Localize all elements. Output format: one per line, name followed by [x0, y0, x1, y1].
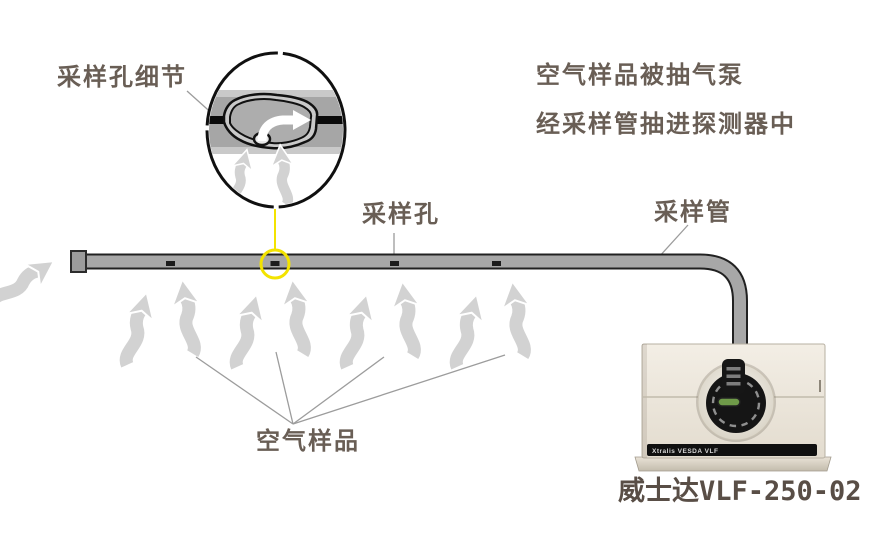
detail-pipe-bore — [314, 116, 343, 124]
air-sample-leader-line — [195, 356, 294, 425]
device-left-shade — [642, 344, 647, 458]
detector-label-strip — [647, 444, 817, 456]
airflow-arrow — [498, 279, 536, 357]
sampling-hole-label: 采样孔 — [362, 201, 440, 228]
airflow-arrow — [278, 277, 316, 355]
device-brand-text: Xtralis VESDA VLF — [652, 448, 718, 455]
pipe-end-cap — [70, 250, 87, 273]
description-line-1: 空气样品被抽气泵 — [536, 62, 744, 89]
airflow-arrow — [168, 277, 206, 355]
air-sample-leader-line — [275, 351, 294, 425]
detail-pipe-edge — [209, 147, 343, 154]
detail-callout-label: 采样孔细节 — [57, 64, 187, 91]
sampling-hole — [492, 261, 501, 266]
sampling-hole — [166, 261, 175, 266]
airflow-arrow — [0, 249, 62, 314]
sampling-hole — [270, 261, 280, 266]
device-base — [634, 456, 832, 472]
detail-circle — [205, 51, 347, 209]
detector-dial-tick-ring — [711, 378, 761, 428]
airflow-arrow — [388, 279, 426, 357]
detector-device: Xtralis VESDA VLF — [634, 343, 832, 472]
flow-direction-arrow — [257, 115, 295, 142]
detector-top-tab-ridge — [726, 367, 741, 371]
detail-pipe-bore — [209, 116, 229, 124]
airflow-arrow — [444, 291, 490, 371]
sampling-pipe — [70, 250, 748, 346]
sampling-hole — [390, 261, 399, 266]
detail-pipe-edge — [209, 90, 343, 97]
device-model-caption: 威士达VLF-250-02 — [618, 476, 862, 507]
air-sample-leader-line — [292, 354, 506, 425]
sampling-pipe-label: 采样管 — [654, 199, 732, 226]
detector-display — [717, 397, 741, 407]
detector-top-tab-ridge — [726, 382, 741, 386]
flow-direction-arrow-head — [293, 110, 311, 130]
airflow-arrow — [224, 291, 270, 371]
airflow-arrow — [114, 289, 160, 369]
air-sample-leader-line — [292, 356, 385, 425]
airflow-arrow — [334, 291, 380, 371]
leader-lines — [186, 90, 689, 425]
highlight-ring — [259, 248, 291, 280]
air-sample-label: 空气样品 — [256, 428, 360, 455]
sampling-pipe-leader-line — [657, 224, 689, 259]
description-line-2: 经采样管抽进探测器中 — [536, 111, 796, 138]
detector-top-tab-ridge — [726, 374, 741, 378]
